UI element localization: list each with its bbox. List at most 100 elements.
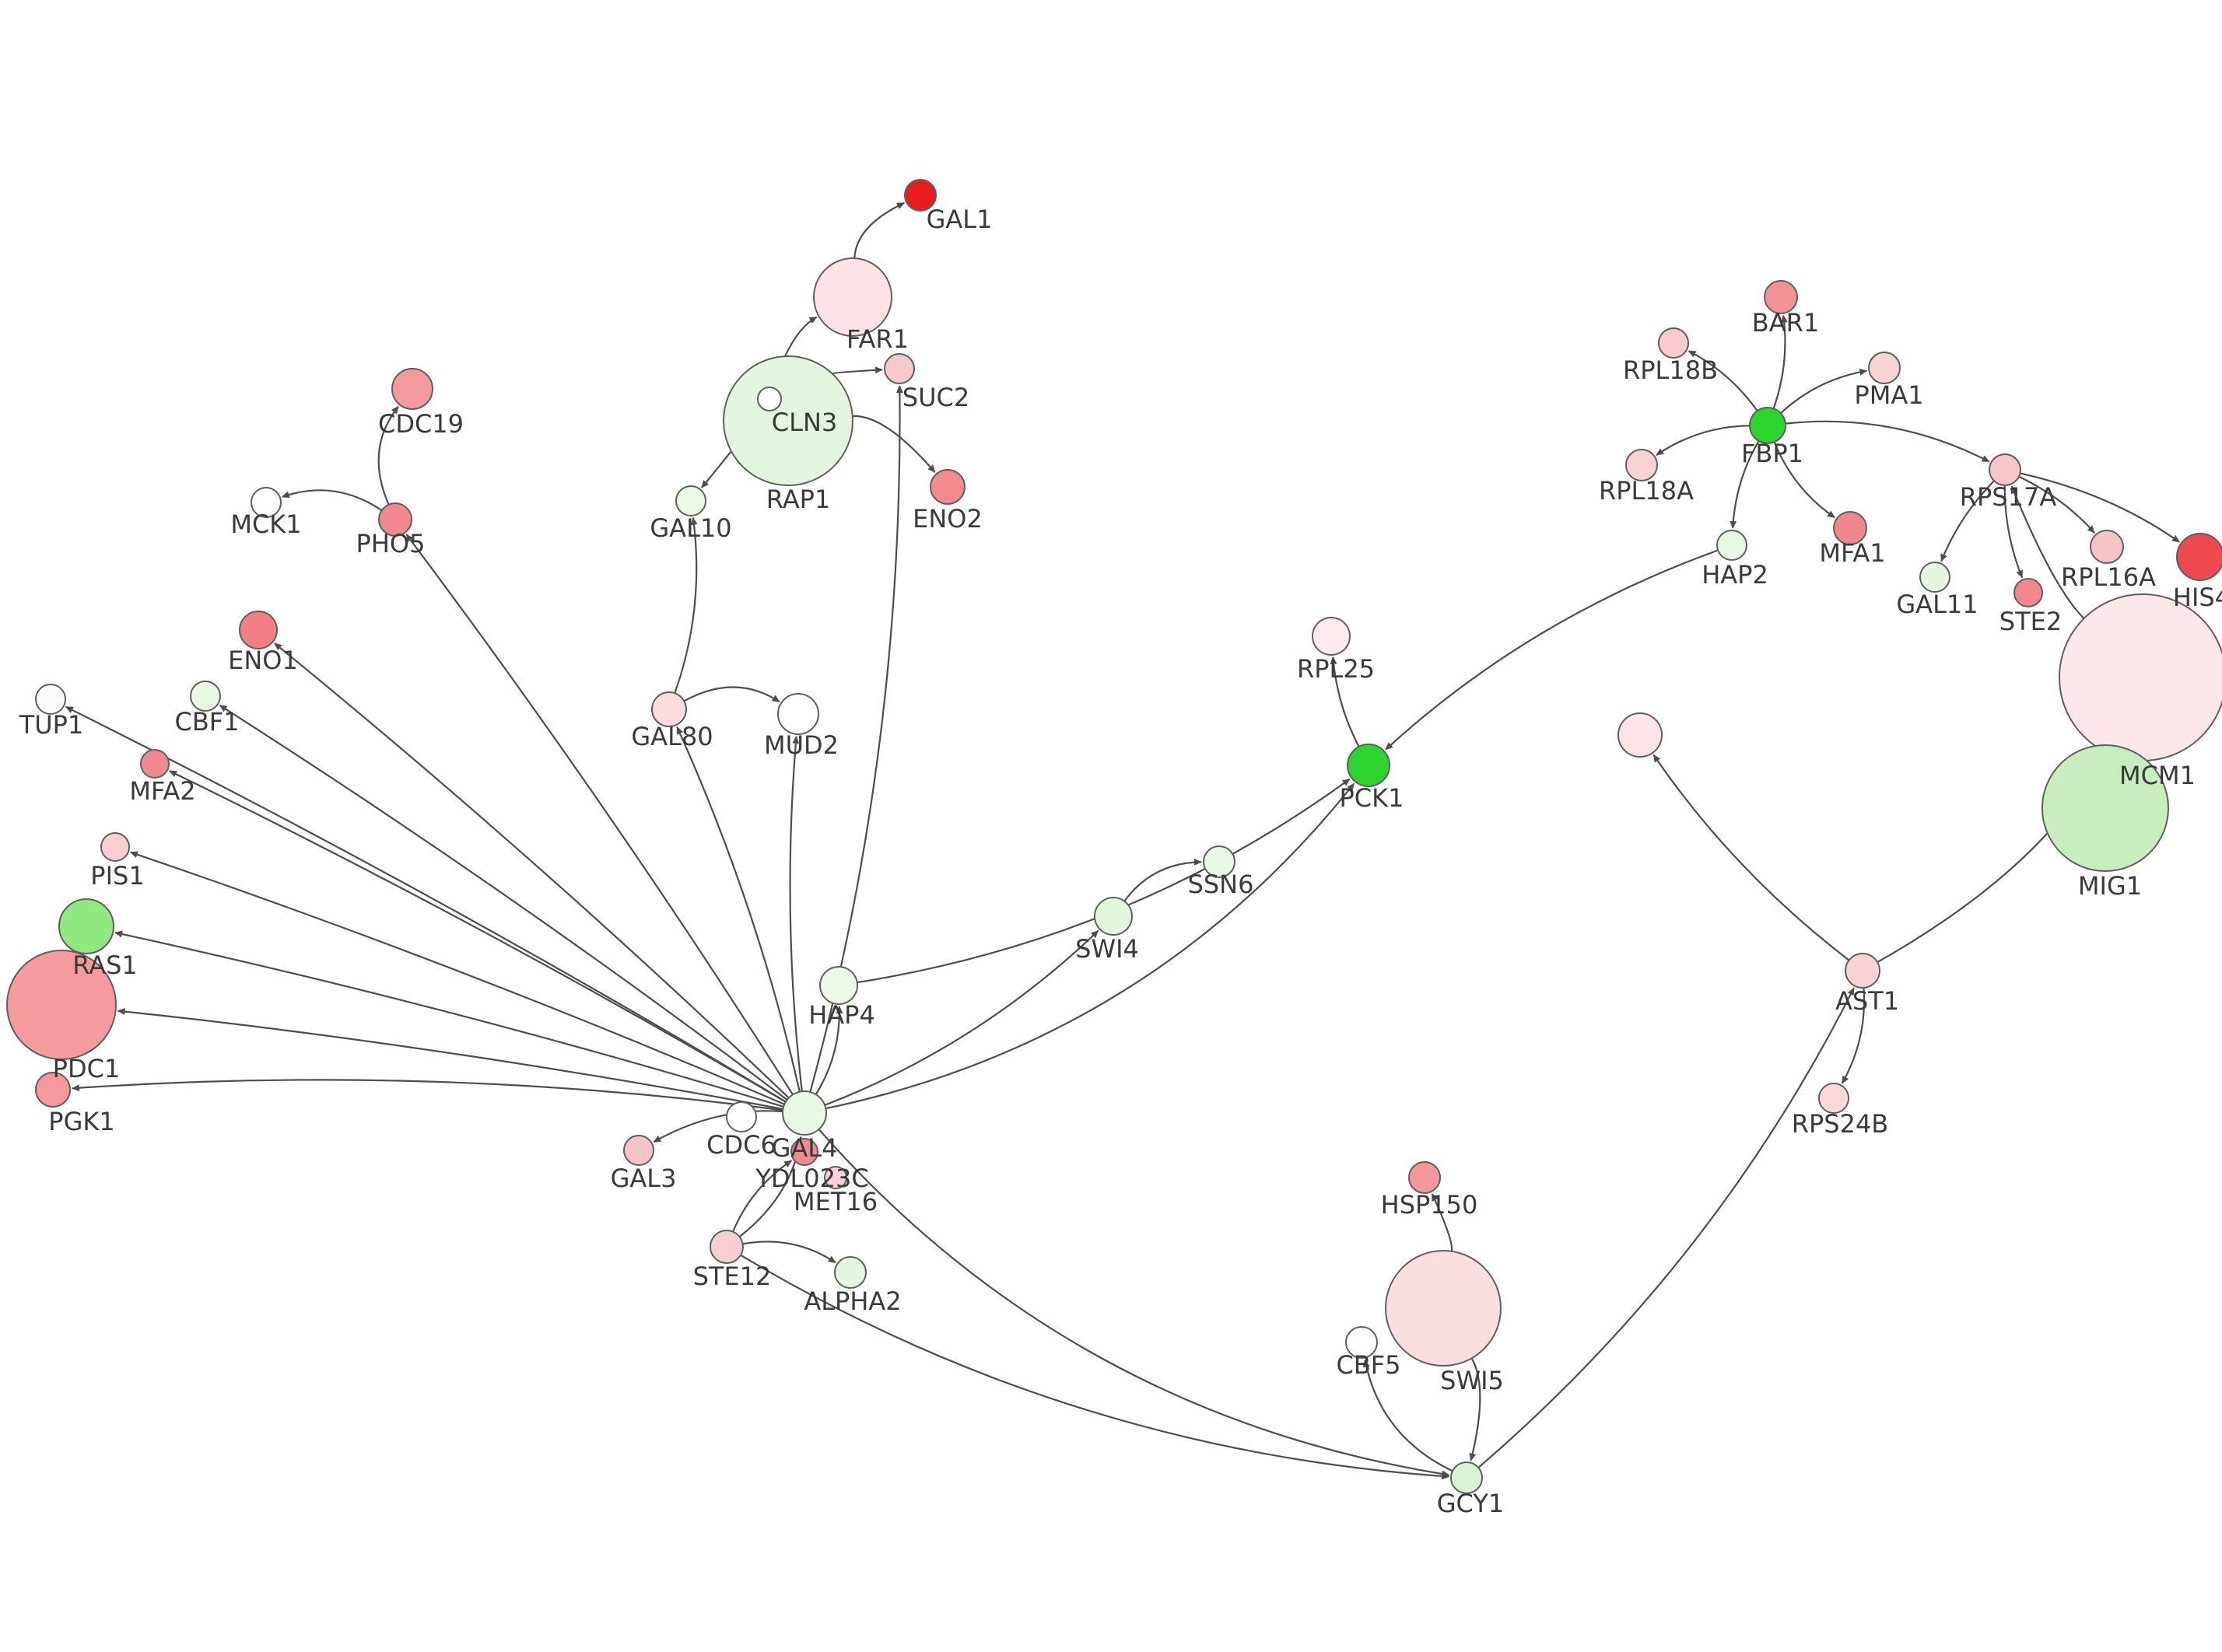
- edge-far1-gal1[interactable]: [853, 201, 906, 259]
- node-gal10[interactable]: [675, 485, 706, 516]
- edge-gal4-gcy1[interactable]: [818, 1129, 1450, 1478]
- node-hsp150[interactable]: [1408, 1161, 1441, 1194]
- edge-rap1-eno2[interactable]: [852, 415, 936, 473]
- edge-rap1-gal10[interactable]: [701, 450, 732, 488]
- edge-ste12-ydl023c[interactable]: [732, 1160, 793, 1233]
- edge-mcm1-rps17a[interactable]: [2010, 485, 2085, 619]
- node-alpha2[interactable]: [834, 1256, 867, 1289]
- node-gal11[interactable]: [1919, 562, 1950, 593]
- edge-swi5-gcy1[interactable]: [1469, 1357, 1481, 1461]
- node-fbp1[interactable]: [1749, 407, 1786, 444]
- node-met16[interactable]: [824, 1166, 847, 1189]
- edge-rps17a-rpl16a[interactable]: [2018, 475, 2095, 534]
- edge-fbp1-hap2[interactable]: [1730, 440, 1760, 529]
- node-rps24b[interactable]: [1818, 1083, 1849, 1114]
- edge-swi4-ssn6[interactable]: [1123, 858, 1202, 902]
- edge-gal4-mud2[interactable]: [789, 735, 803, 1092]
- edge-fbp1-rpl18b[interactable]: [1688, 350, 1758, 411]
- edge-gal4-pgk1[interactable]: [71, 1079, 783, 1111]
- node-hap2[interactable]: [1716, 530, 1747, 561]
- node-swi4[interactable]: [1094, 897, 1133, 936]
- node-suc2[interactable]: [884, 353, 915, 384]
- edge-gal4-swi4[interactable]: [824, 929, 1099, 1106]
- edge-gal80-mud2[interactable]: [683, 686, 780, 703]
- node-ydl023c[interactable]: [790, 1138, 818, 1166]
- node-gal4[interactable]: [782, 1090, 827, 1136]
- node-mcm1[interactable]: [2059, 593, 2222, 761]
- edge-gal4-ras1[interactable]: [114, 930, 784, 1108]
- edge-fbp1-bar1[interactable]: [1772, 314, 1788, 409]
- edge-hap2-pck1[interactable]: [1385, 549, 1719, 751]
- node-mck1[interactable]: [251, 487, 282, 518]
- node-pma1[interactable]: [1868, 352, 1901, 384]
- edge-rps17a-his4[interactable]: [2020, 472, 2180, 543]
- node-rap1[interactable]: [723, 355, 853, 486]
- node-bar1[interactable]: [1764, 280, 1798, 314]
- node-rpl16a[interactable]: [2090, 530, 2124, 564]
- node-rpl18b[interactable]: [1658, 327, 1689, 359]
- node-cdc6[interactable]: [726, 1101, 757, 1132]
- edge-gal4-gal3[interactable]: [653, 1110, 783, 1143]
- node-pis1[interactable]: [100, 832, 130, 862]
- edge-gal4-pck1[interactable]: [825, 782, 1355, 1110]
- node-rpl25[interactable]: [1312, 617, 1351, 656]
- node-mfa2[interactable]: [140, 749, 170, 779]
- node-pdc1[interactable]: [6, 950, 117, 1060]
- edge-fbp1-rps17a[interactable]: [1785, 420, 1990, 463]
- edge-gal4-gal80[interactable]: [676, 726, 801, 1092]
- node-gal3[interactable]: [623, 1135, 654, 1166]
- edge-swi5-hsp150[interactable]: [1431, 1192, 1453, 1251]
- node-ste12[interactable]: [710, 1230, 744, 1264]
- node-ras1[interactable]: [58, 898, 114, 954]
- node-far1[interactable]: [813, 257, 892, 337]
- node-his4[interactable]: [2176, 533, 2222, 581]
- edge-gcy1-cbf5[interactable]: [1362, 1359, 1453, 1472]
- edge-fbp1-pma1[interactable]: [1780, 368, 1868, 415]
- node-gal1[interactable]: [904, 179, 937, 212]
- node-cdc19[interactable]: [391, 368, 433, 410]
- node-gcy1[interactable]: [1450, 1461, 1483, 1494]
- edge-gcy1-ast1[interactable]: [1477, 987, 1855, 1468]
- edge-gal4-eno1[interactable]: [274, 642, 790, 1099]
- edge-pho5-mck1[interactable]: [281, 489, 383, 512]
- edge-gal80-gal10[interactable]: [674, 516, 698, 694]
- edge-fbp1-mfa1[interactable]: [1773, 441, 1836, 519]
- edge-ast1-rps24b[interactable]: [1841, 987, 1866, 1084]
- node-ast1[interactable]: [1845, 953, 1880, 989]
- node-pho5[interactable]: [378, 502, 412, 537]
- edge-ast1-node1[interactable]: [1652, 754, 1850, 961]
- edge-pck1-rpl25[interactable]: [1330, 656, 1360, 747]
- node-eno1[interactable]: [239, 611, 278, 649]
- node-ssn6[interactable]: [1203, 845, 1235, 878]
- node-cbf1[interactable]: [190, 681, 221, 712]
- edge-rap1-suc2[interactable]: [831, 366, 883, 375]
- edge-fbp1-rpl18a[interactable]: [1656, 425, 1751, 457]
- edge-ste12-alpha2[interactable]: [742, 1241, 836, 1264]
- node-mud2[interactable]: [777, 693, 819, 735]
- node-eno2[interactable]: [930, 469, 966, 505]
- edge-gal4-hap4[interactable]: [815, 1006, 843, 1095]
- node-ste2[interactable]: [2013, 578, 2043, 607]
- edge-gal4-cbf1[interactable]: [219, 704, 788, 1101]
- node-gal80[interactable]: [651, 691, 687, 727]
- node-swi5[interactable]: [1385, 1250, 1502, 1367]
- node-pgk1[interactable]: [35, 1072, 71, 1108]
- node-pck1[interactable]: [1347, 744, 1390, 787]
- edge-gal4-pis1[interactable]: [129, 851, 785, 1105]
- node-cbf5[interactable]: [1345, 1326, 1378, 1359]
- edge-gal4-pho5[interactable]: [405, 534, 794, 1095]
- edge-gal4-mfa2[interactable]: [169, 770, 787, 1103]
- edge-rps17a-ste2[interactable]: [2003, 485, 2024, 579]
- node-hap4[interactable]: [819, 966, 858, 1005]
- edge-ste12-gcy1[interactable]: [740, 1254, 1450, 1480]
- edge-gal4-pdc1[interactable]: [117, 1008, 783, 1110]
- node-unnamed[interactable]: [1617, 712, 1663, 758]
- node-cln3[interactable]: [757, 387, 782, 411]
- edge-gal4-tup1[interactable]: [65, 705, 787, 1103]
- node-rpl18a[interactable]: [1625, 449, 1658, 481]
- edge-rps17a-gal11[interactable]: [1940, 480, 1995, 562]
- node-rps17a[interactable]: [1989, 453, 2021, 486]
- node-tup1[interactable]: [35, 684, 66, 715]
- edge-pho5-cdc19[interactable]: [377, 405, 399, 506]
